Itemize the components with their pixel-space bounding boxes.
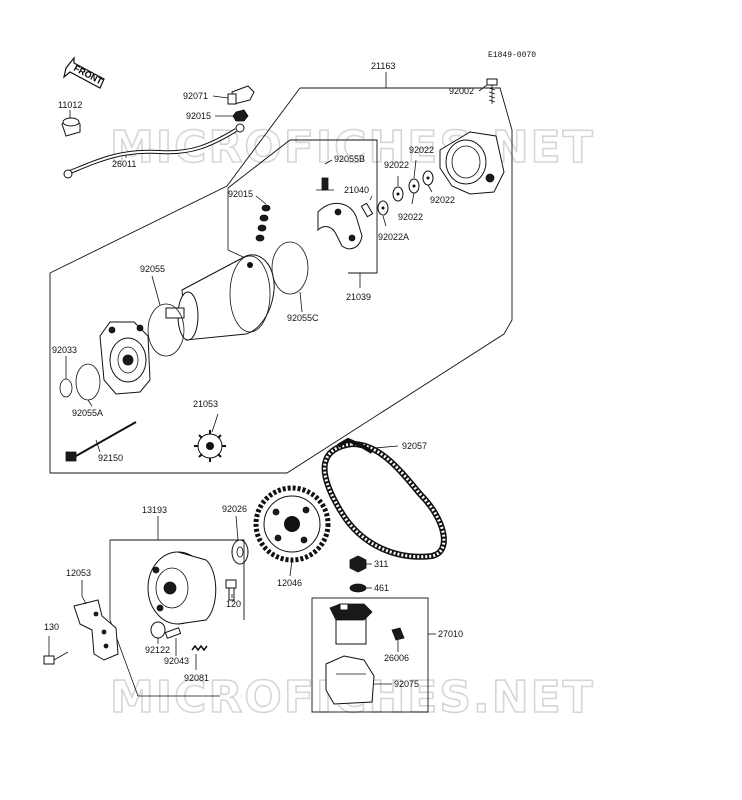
part-motor-yoke <box>165 254 275 341</box>
label-130: 130 <box>44 622 59 632</box>
label-92022a: 92022A <box>378 232 409 242</box>
part-12046-sprocket: 12046 <box>253 485 331 588</box>
part-92057-chain: 92057 <box>321 437 447 560</box>
part-92150-bolt: 92150 <box>65 421 137 463</box>
label-120: 120 <box>226 599 241 609</box>
part-92122-roller: 92122 <box>145 621 170 655</box>
diagram-code: E1849-0070 <box>488 51 536 60</box>
label-92015-b: 92015 <box>228 189 253 199</box>
part-120-bolt: 120 <box>225 579 241 609</box>
label-92071: 92071 <box>183 91 208 101</box>
watermark-top: MICROFICHES.NET <box>110 122 595 173</box>
part-92002-bolt: 92002 <box>449 78 498 104</box>
part-21040: 21040 <box>344 185 374 218</box>
label-311: 311 <box>374 559 388 569</box>
part-front-housing <box>99 321 151 395</box>
label-92081: 92081 <box>184 673 209 683</box>
part-12053-bracket: 12053 <box>66 568 119 661</box>
part-461-washer: 461 <box>349 583 389 593</box>
label-92033: 92033 <box>52 345 77 355</box>
label-27010: 27010 <box>438 629 463 639</box>
part-brush-holder <box>316 177 363 250</box>
part-92071-cap: 92071 <box>183 85 255 105</box>
part-92033-clip: 92033 <box>52 345 77 398</box>
label-13193: 13193 <box>142 505 167 515</box>
label-92055b: 92055B <box>334 154 365 164</box>
label-92055: 92055 <box>140 264 165 274</box>
part-92015-rings: 92015 <box>228 189 271 264</box>
part-end-cover <box>439 131 505 195</box>
group-box-27010: 27010 <box>311 597 463 713</box>
label-12053: 12053 <box>66 568 91 578</box>
label-92022-4: 92022 <box>430 195 455 205</box>
part-92055-oring: 92055 <box>140 264 185 357</box>
label-92150: 92150 <box>98 453 123 463</box>
part-92075-cover: 92075 <box>325 655 419 705</box>
label-21053: 21053 <box>193 399 218 409</box>
part-92043-pin: 92043 <box>164 627 189 666</box>
label-92015-a: 92015 <box>186 111 211 121</box>
label-11012: 11012 <box>58 100 82 110</box>
label-92055a: 92055A <box>72 408 103 418</box>
label-92022-1: 92022 <box>384 160 409 170</box>
label-26006: 26006 <box>384 653 409 663</box>
part-26006: 26006 <box>384 627 409 663</box>
part-92022-washers: 92022 92022 92022 92022 92022A <box>377 145 455 242</box>
part-26011-cable: 26011 <box>63 123 245 179</box>
label-21163: 21163 <box>371 61 395 71</box>
label-92075: 92075 <box>394 679 419 689</box>
label-92057: 92057 <box>402 441 427 451</box>
front-arrow-icon: FRONT <box>63 56 105 89</box>
part-311-nut: 311 <box>349 555 388 573</box>
label-92122: 92122 <box>145 645 170 655</box>
part-11012-boot: 11012 <box>58 100 82 137</box>
label-26011: 26011 <box>112 159 136 169</box>
part-27010-relay <box>329 603 373 645</box>
label-92002: 92002 <box>449 86 474 96</box>
label-461: 461 <box>374 583 389 593</box>
part-92055c-oring: 92055C <box>271 241 319 323</box>
label-21040: 21040 <box>344 185 369 195</box>
label-92022-3: 92022 <box>398 212 423 222</box>
part-92055a-oring: 92055A <box>72 363 103 418</box>
part-92081-spring: 92081 <box>184 644 209 683</box>
part-13193-clutch <box>147 551 217 625</box>
label-92026: 92026 <box>222 504 247 514</box>
part-92015-nut: 92015 <box>186 109 249 122</box>
part-21053-gear: 21053 <box>193 399 226 462</box>
label-21039: 21039 <box>346 292 371 302</box>
label-12046: 12046 <box>277 578 302 588</box>
part-130-bolt: 130 <box>43 622 69 665</box>
label-92055c: 92055C <box>287 313 319 323</box>
label-92022-2: 92022 <box>409 145 434 155</box>
part-92055b: 92055B <box>324 154 365 165</box>
label-92043: 92043 <box>164 656 189 666</box>
group-box-21163: 21163 <box>49 61 513 474</box>
